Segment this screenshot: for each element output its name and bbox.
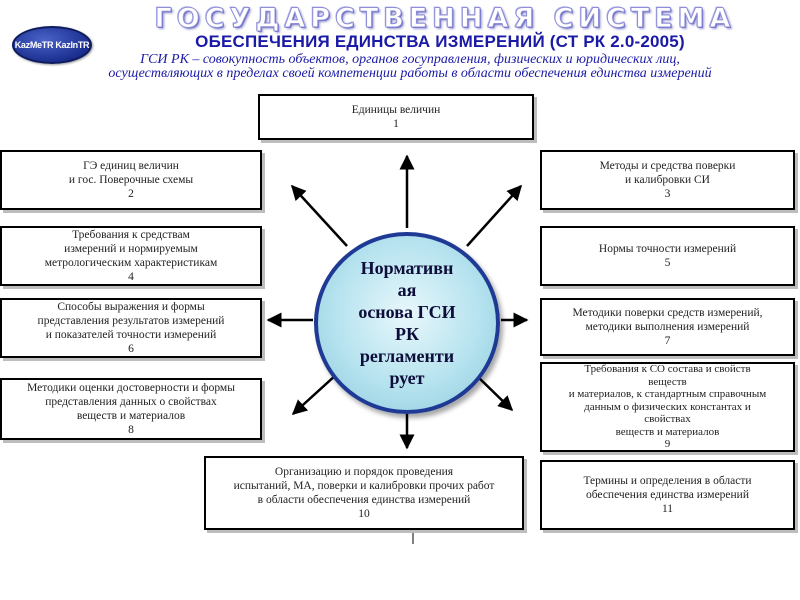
center-circle: Нормативн ая основа ГСИ РК регламенти ру… bbox=[314, 232, 500, 414]
box-6-text: Способы выражения и формы представления … bbox=[37, 301, 225, 341]
box-10-testing-organization: Организацию и порядок проведения испытан… bbox=[204, 456, 524, 530]
box-8-reliability-methods: Методики оценки достоверности и формы пр… bbox=[0, 378, 262, 440]
box-1-units: Единицы величин 1 bbox=[258, 94, 534, 140]
arrow-up-left bbox=[290, 184, 348, 247]
box-6-number: 6 bbox=[128, 343, 134, 355]
box-9-text: Требования к СО состава и свойств вещест… bbox=[568, 363, 767, 438]
box-8-text: Методики оценки достоверности и формы пр… bbox=[27, 382, 235, 422]
subtitle-line-2: осуществляющих в пределах своей компетен… bbox=[108, 66, 712, 81]
logo-text: KazMeTR KazInTR bbox=[14, 40, 90, 50]
box-5-text: Нормы точности измерений bbox=[598, 243, 737, 255]
center-text: Нормативн ая основа ГСИ РК регламенти ру… bbox=[358, 258, 456, 388]
box-3-verification-methods: Методы и средства поверки и калибровки С… bbox=[540, 150, 795, 210]
arrow-down-left bbox=[291, 373, 338, 416]
box-3-text: Методы и средства поверки и калибровки С… bbox=[599, 160, 736, 186]
box-1-number: 1 bbox=[393, 118, 399, 130]
page-title: ОБЕСПЕЧЕНИЯ ЕДИНСТВА ИЗМЕРЕНИЙ (СТ РК 2.… bbox=[195, 32, 685, 51]
box-3-number: 3 bbox=[664, 188, 671, 200]
box-6-result-representation: Способы выражения и формы представления … bbox=[0, 298, 262, 358]
box-7-text: Методики поверки средств измерений, мето… bbox=[572, 307, 763, 333]
box-7-verification-procedures: Методики поверки средств измерений, мето… bbox=[540, 298, 795, 356]
box-2-state-standards: ГЭ единиц величин и гос. Поверочные схем… bbox=[0, 150, 262, 210]
subtitle-line-1: ГСИ РК – совокупность объектов, органов … bbox=[140, 52, 680, 67]
box-4-instrument-requirements: Требования к средствам измерений и норми… bbox=[0, 226, 262, 286]
box-11-terms: Термины и определения в области обеспече… bbox=[540, 460, 795, 530]
box-9-number: 9 bbox=[664, 438, 671, 451]
box-9-reference-materials: Требования к СО состава и свойств вещест… bbox=[540, 362, 795, 452]
subtitle: ГСИ РК – совокупность объектов, органов … bbox=[10, 53, 800, 81]
box-10-text: Организацию и порядок проведения испытан… bbox=[233, 466, 495, 506]
box-10-number: 10 bbox=[358, 508, 370, 520]
box-7-number: 7 bbox=[664, 335, 671, 347]
box-2-text: ГЭ единиц величин и гос. Поверочные схем… bbox=[68, 160, 194, 186]
box-8-number: 8 bbox=[128, 424, 134, 436]
box-5-number: 5 bbox=[664, 257, 671, 269]
box-2-number: 2 bbox=[128, 188, 134, 200]
box-11-number: 11 bbox=[661, 503, 674, 515]
big-title: ГОСУДАРСТВЕННАЯ СИСТЕМА bbox=[154, 3, 736, 34]
box-4-text: Требования к средствам измерений и норми… bbox=[44, 229, 218, 269]
arrow-down-right bbox=[474, 373, 514, 412]
box-1-text: Единицы величин bbox=[351, 104, 441, 116]
box-5-accuracy-norms: Нормы точности измерений 5 bbox=[540, 226, 795, 286]
box-4-number: 4 bbox=[128, 271, 134, 283]
box-11-text: Термины и определения в области обеспече… bbox=[583, 475, 752, 501]
logo: KazMeTR KazInTR bbox=[12, 26, 92, 64]
arrow-up-right bbox=[466, 184, 523, 247]
